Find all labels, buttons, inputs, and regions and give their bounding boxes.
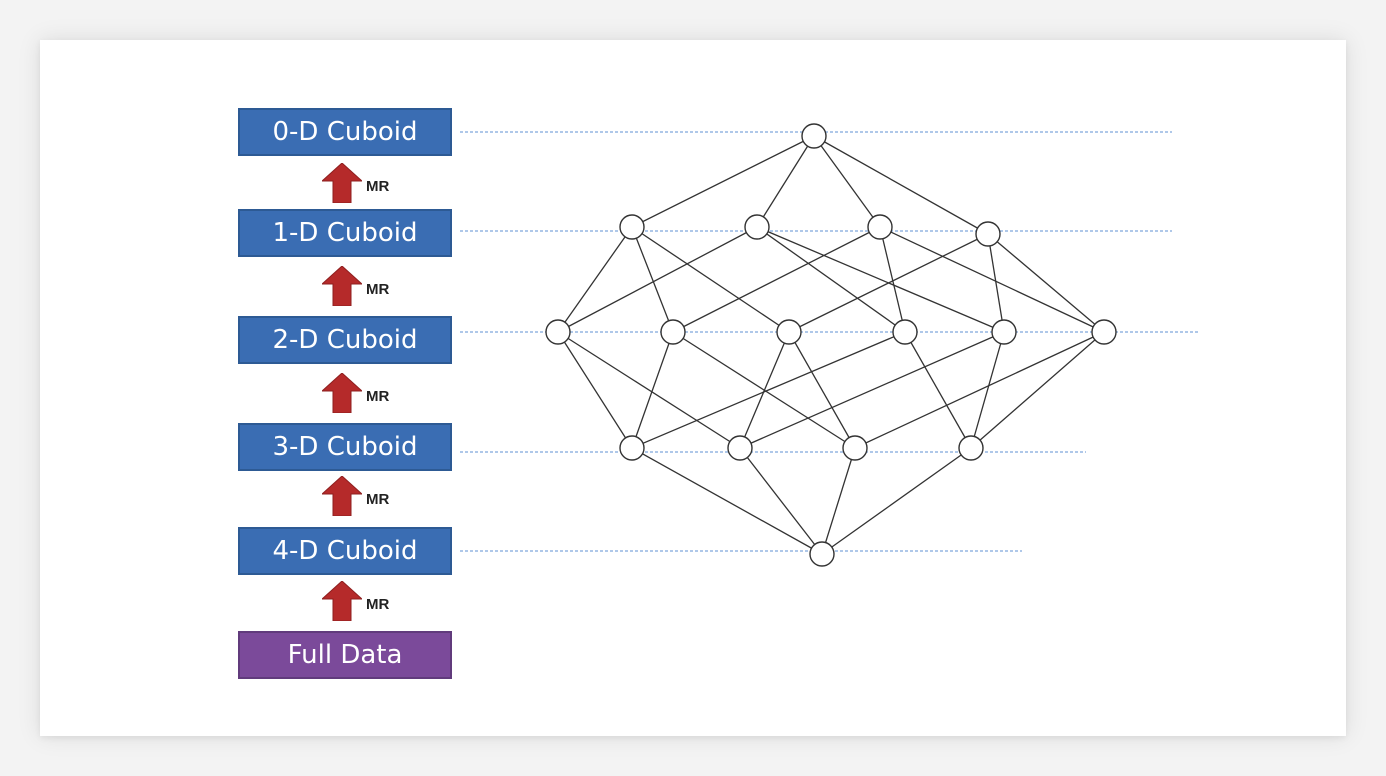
level-label: 1-D Cuboid — [272, 218, 418, 248]
lattice-node — [958, 435, 984, 461]
mr-step-3: MR — [322, 373, 422, 413]
mr-label: MR — [366, 596, 390, 613]
level-label: 3-D Cuboid — [272, 432, 418, 462]
lattice-node — [776, 319, 802, 345]
lattice-node — [1091, 319, 1117, 345]
lattice-node — [975, 221, 1001, 247]
lattice-node — [809, 541, 835, 567]
up-arrow-icon — [322, 476, 362, 516]
level-box-3d: 3-D Cuboid — [238, 423, 452, 471]
lattice-node — [727, 435, 753, 461]
level-box-2d: 2-D Cuboid — [238, 316, 452, 364]
up-arrow-icon — [322, 163, 362, 203]
mr-step-5: MR — [322, 581, 422, 621]
full-data-box: Full Data — [238, 631, 452, 679]
lattice-node — [867, 214, 893, 240]
up-arrow-icon — [322, 373, 362, 413]
lattice-node — [892, 319, 918, 345]
lattice-node — [619, 435, 645, 461]
mr-label: MR — [366, 281, 390, 298]
full-data-label: Full Data — [287, 640, 403, 670]
slide-card — [40, 40, 1346, 736]
lattice-node — [744, 214, 770, 240]
mr-step-1: MR — [322, 163, 422, 203]
lattice-node — [660, 319, 686, 345]
lattice-node — [545, 319, 571, 345]
level-box-1d: 1-D Cuboid — [238, 209, 452, 257]
lattice-edges — [557, 135, 1105, 555]
lattice-node — [801, 123, 827, 149]
up-arrow-icon — [322, 581, 362, 621]
mr-step-4: MR — [322, 476, 422, 516]
mr-label: MR — [366, 178, 390, 195]
level-box-0d: 0-D Cuboid — [238, 108, 452, 156]
mr-label: MR — [366, 491, 390, 508]
mr-label: MR — [366, 388, 390, 405]
level-label: 4-D Cuboid — [272, 536, 418, 566]
lattice-node — [619, 214, 645, 240]
up-arrow-icon — [322, 266, 362, 306]
level-label: 2-D Cuboid — [272, 325, 418, 355]
mr-step-2: MR — [322, 266, 422, 306]
level-label: 0-D Cuboid — [272, 117, 418, 147]
lattice-node — [842, 435, 868, 461]
lattice-node — [991, 319, 1017, 345]
level-box-4d: 4-D Cuboid — [238, 527, 452, 575]
